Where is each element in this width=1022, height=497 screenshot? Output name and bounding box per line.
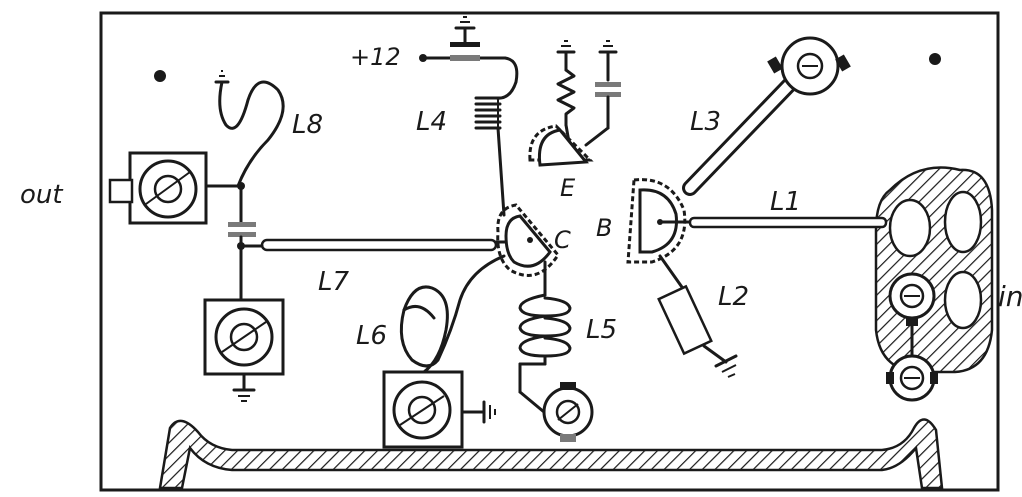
- strip-line-l7: [260, 238, 498, 252]
- label-b: B: [596, 214, 612, 242]
- choke-l2: [657, 284, 713, 356]
- label-l7: L7: [318, 267, 349, 297]
- decoupling-capacitor-supply: [450, 42, 480, 47]
- transistor-base-region: [626, 178, 687, 264]
- coil-l8: [218, 80, 285, 188]
- coil-l5: [518, 260, 572, 394]
- coupling-capacitor-out: [228, 222, 256, 227]
- input-cavity-hole-3: [943, 270, 983, 330]
- cavity-wall-bottom: [158, 418, 944, 490]
- label-e: E: [560, 174, 576, 202]
- coil-l4: [474, 96, 506, 217]
- label-l4: L4: [416, 107, 447, 137]
- label-out: out: [20, 180, 63, 210]
- coil-l6: [399, 254, 506, 374]
- label-l2: L2: [718, 282, 749, 312]
- transistor-emitter-lead: [528, 124, 594, 162]
- output-connector-pin: [108, 178, 134, 204]
- input-cavity-hole-1: [888, 198, 932, 258]
- label-l8: L8: [292, 110, 323, 140]
- mounting-hole-right: [929, 53, 941, 65]
- label-l5: L5: [586, 315, 617, 345]
- label-c: C: [554, 226, 571, 254]
- label-l1: L1: [770, 187, 801, 217]
- emitter-capacitor: [595, 82, 621, 87]
- label-l3: L3: [690, 107, 721, 137]
- input-cavity-hole-2: [943, 190, 983, 254]
- mounting-hole-left: [154, 70, 166, 82]
- strip-line-l1: [688, 216, 888, 229]
- label-in: in: [998, 280, 1022, 313]
- label-l6: L6: [356, 321, 387, 351]
- emitter-resistor: [556, 68, 576, 127]
- label-supply: +12: [350, 43, 401, 71]
- transistor-collector-region: [496, 203, 560, 277]
